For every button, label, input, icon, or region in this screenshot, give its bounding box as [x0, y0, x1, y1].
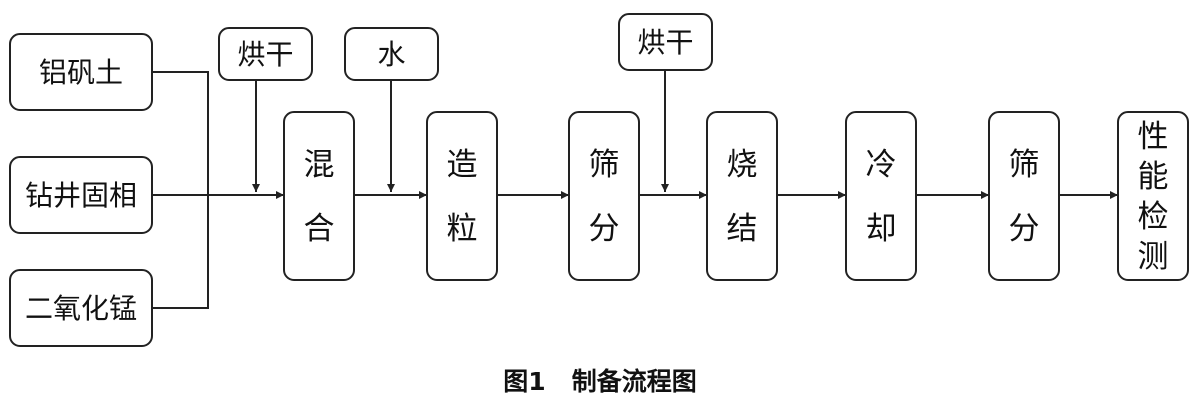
step-performance-test-char: 检: [1138, 199, 1169, 235]
input-dry-1: 烘干: [218, 27, 313, 81]
input-dry-2-frame: [618, 13, 713, 71]
step-cooling-frame: [845, 111, 917, 281]
step-screening-2-char: 筛: [1009, 147, 1040, 183]
step-screening-2: 筛分: [988, 111, 1060, 281]
input-dry-1-frame: [218, 27, 313, 81]
input-water: 水: [344, 27, 439, 81]
step-cooling-char: 冷: [866, 147, 897, 183]
step-sintering-char: 烧: [727, 147, 758, 183]
step-screening-1-char: 分: [589, 211, 620, 247]
step-sintering-char: 结: [727, 211, 758, 247]
step-sintering: 烧结: [706, 111, 778, 281]
step-screening-1-frame: [568, 111, 640, 281]
input-water-label: 水: [377, 38, 405, 71]
step-granulation-char: 粒: [447, 211, 478, 247]
step-performance-test-char: 性: [1138, 119, 1169, 155]
input-dry-2-label: 烘干: [637, 26, 693, 59]
step-mixing-char: 合: [304, 211, 335, 247]
step-screening-2-char: 分: [1009, 211, 1040, 247]
figure-number: 图1: [503, 367, 546, 396]
raw-material-bauxite-frame: [9, 33, 153, 111]
raw-material-drilling-solids-label: 钻井固相: [25, 179, 137, 212]
raw-material-manganese-dioxide-frame: [9, 269, 153, 347]
step-screening-1-char: 筛: [589, 147, 620, 183]
step-mixing: 混合: [283, 111, 355, 281]
raw-material-drilling-solids: 钻井固相: [9, 156, 153, 234]
connector-bauxite-to-bracket: [152, 71, 209, 309]
input-dry-1-label: 烘干: [237, 38, 293, 71]
step-screening-1: 筛分: [568, 111, 640, 281]
step-granulation-frame: [426, 111, 498, 281]
input-water-frame: [344, 27, 439, 81]
raw-material-manganese-dioxide-label: 二氧化锰: [25, 292, 137, 325]
step-sintering-frame: [706, 111, 778, 281]
step-screening-2-frame: [988, 111, 1060, 281]
nodes: 铝矾土钻井固相二氧化锰烘干水烘干混合造粒筛分烧结冷却筛分性能检测: [9, 13, 1189, 347]
raw-material-bauxite-label: 铝矾土: [39, 56, 123, 89]
step-performance-test-char: 测: [1138, 239, 1169, 275]
figure-caption: 图1 制备流程图: [0, 362, 1200, 398]
raw-material-drilling-solids-frame: [9, 156, 153, 234]
connectors: [152, 70, 1118, 309]
step-cooling: 冷却: [845, 111, 917, 281]
raw-material-manganese-dioxide: 二氧化锰: [9, 269, 153, 347]
figure-title: 制备流程图: [571, 367, 697, 396]
step-cooling-char: 却: [866, 211, 897, 247]
step-mixing-frame: [283, 111, 355, 281]
input-dry-2: 烘干: [618, 13, 713, 71]
step-performance-test-frame: [1117, 111, 1189, 281]
step-performance-test-char: 能: [1138, 159, 1169, 195]
step-mixing-char: 混: [304, 147, 335, 183]
raw-material-bauxite: 铝矾土: [9, 33, 153, 111]
step-granulation-char: 造: [447, 147, 478, 183]
step-granulation: 造粒: [426, 111, 498, 281]
